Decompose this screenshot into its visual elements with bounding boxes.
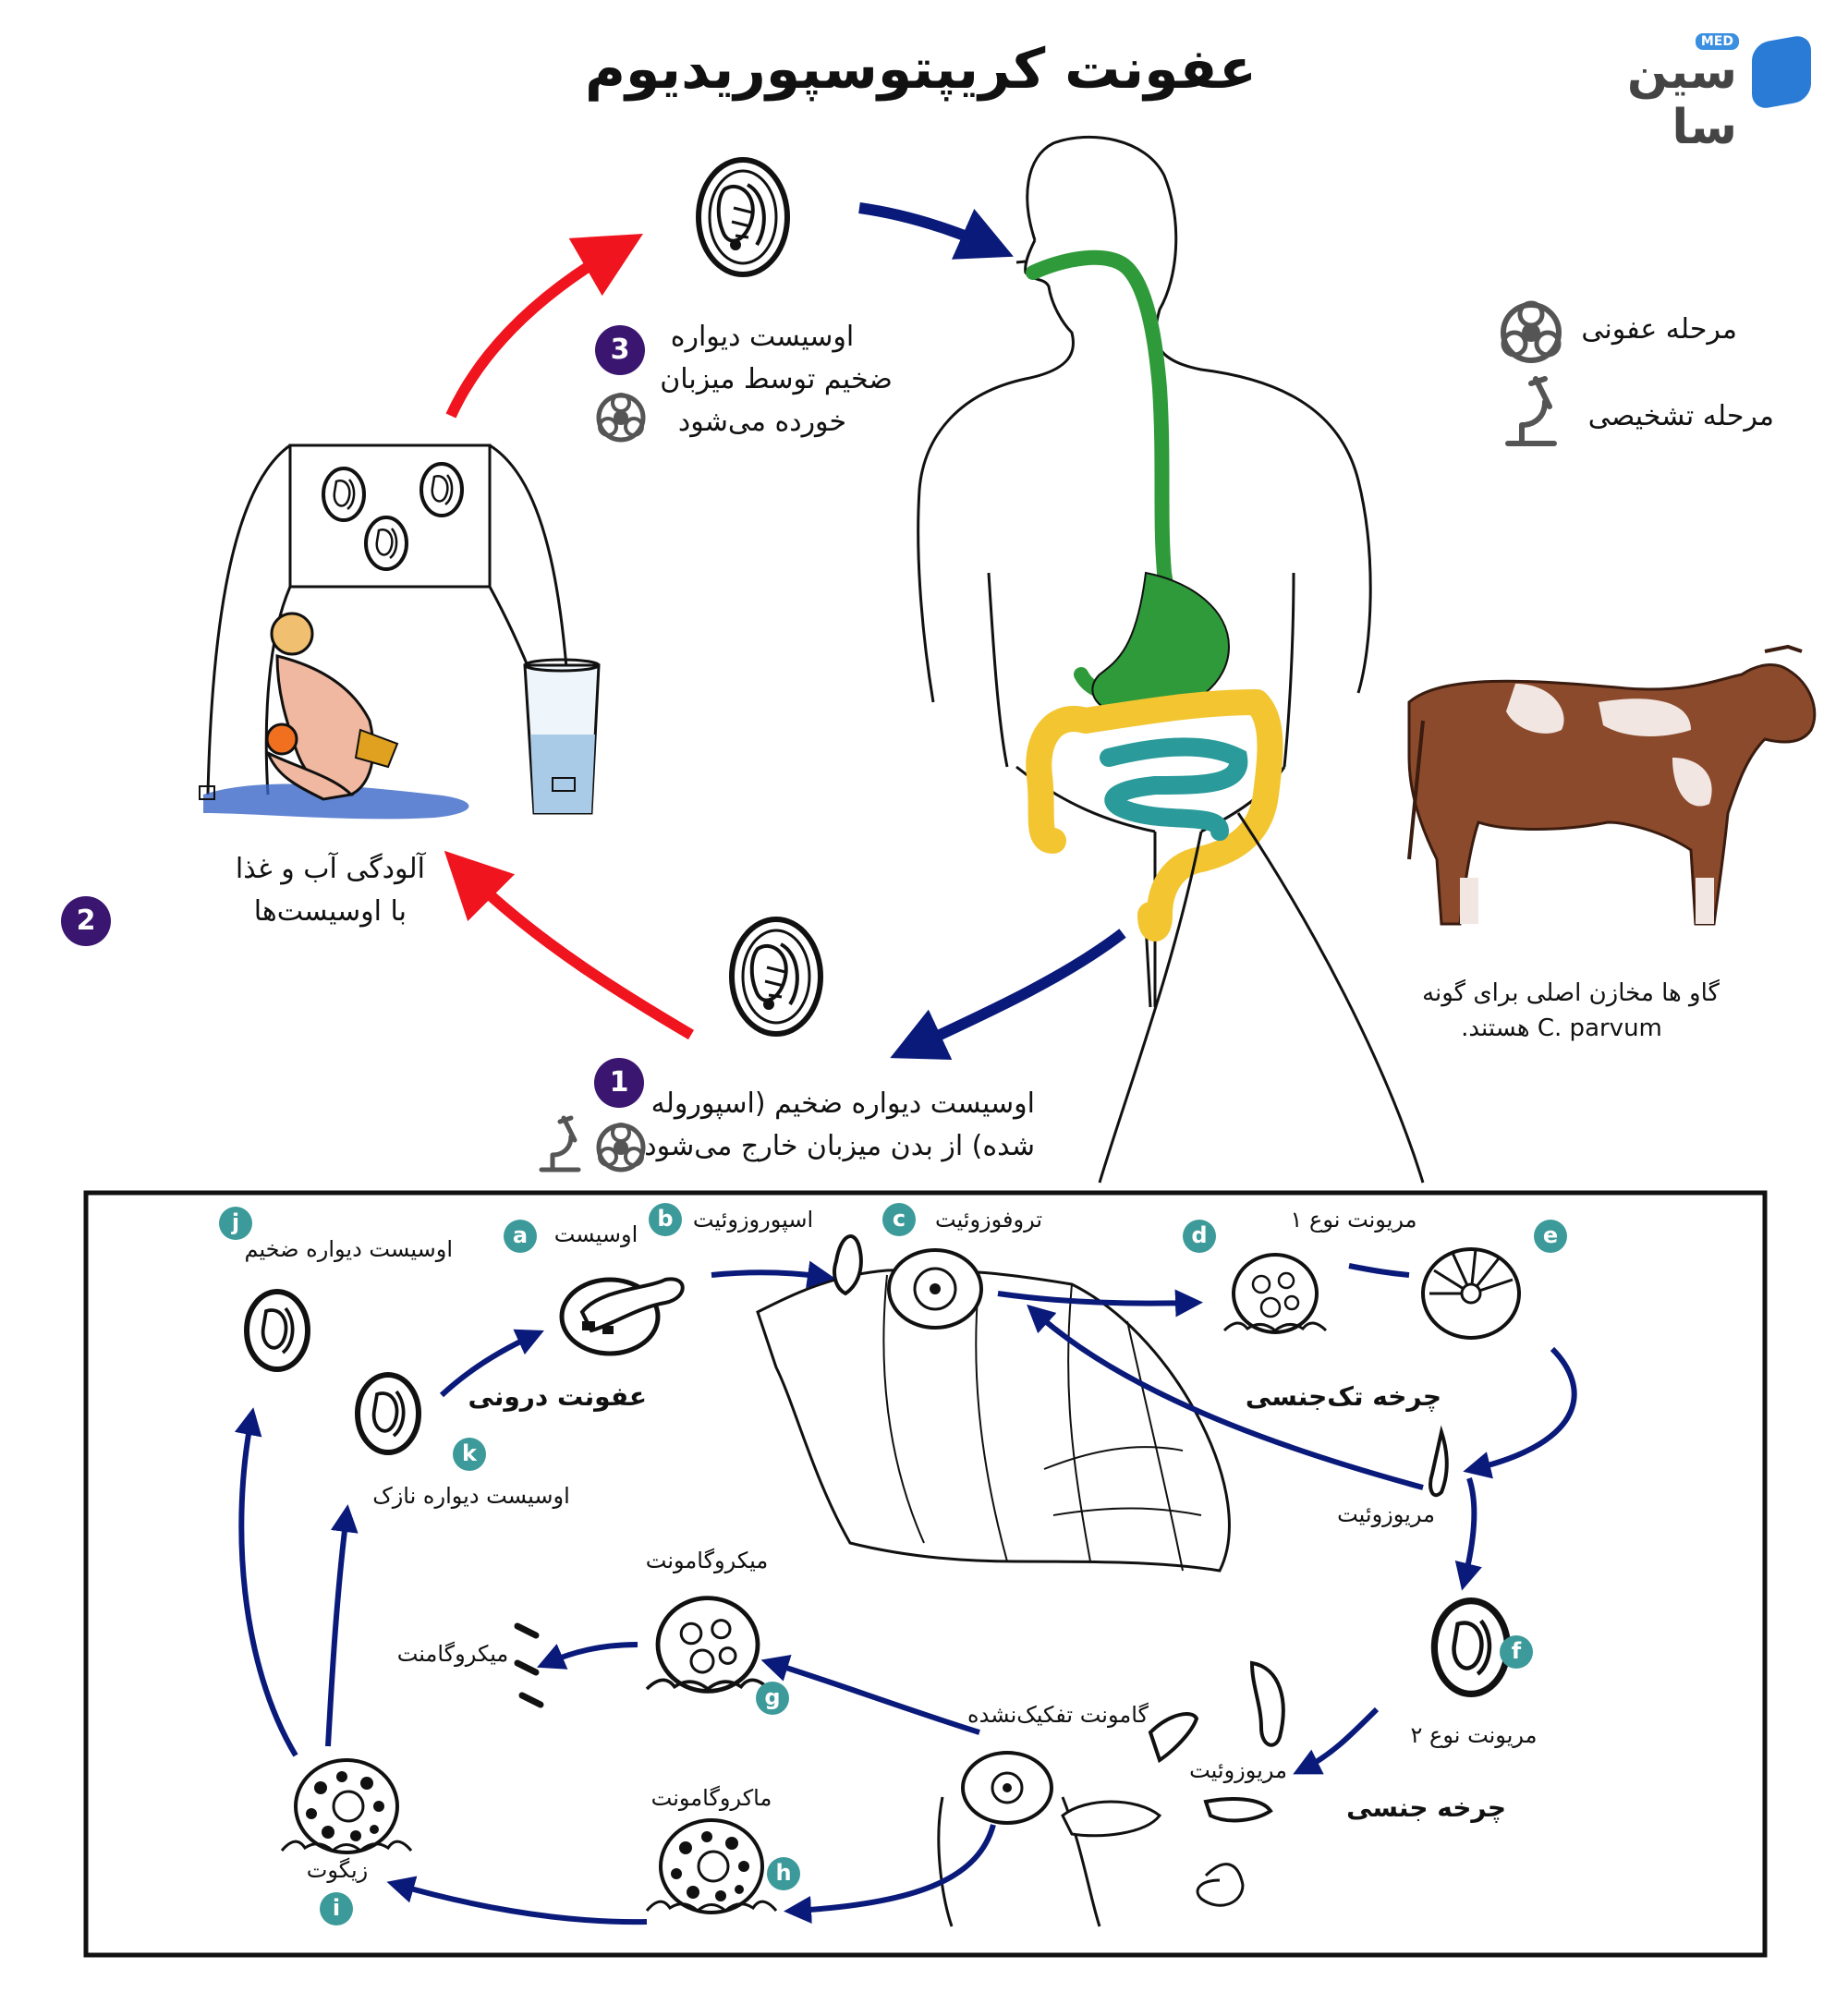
small-intestine xyxy=(1100,737,1248,841)
stage-badge-j: j xyxy=(219,1207,252,1240)
merozoite-1 xyxy=(1429,1425,1449,1498)
water-glass-illustration xyxy=(523,658,601,815)
arrow-gamont-to-h xyxy=(784,1824,996,1924)
stage-label-k: اوسیست دیواره نازک xyxy=(372,1483,570,1509)
stage-badge-h: h xyxy=(767,1857,800,1890)
stage-badge-d: d xyxy=(1183,1220,1216,1253)
arrow-host-to-1 xyxy=(890,929,1126,1060)
step-badge-1: 1 xyxy=(594,1058,644,1108)
logo-text: سین سا xyxy=(1626,44,1737,155)
oocyst-step3 xyxy=(699,160,787,274)
arrow-i-to-j xyxy=(234,1407,298,1757)
arrow-a-to-b xyxy=(711,1260,835,1289)
stage-badge-g: g xyxy=(756,1682,789,1715)
stage-label-f: مریونت نوع ۲ xyxy=(1410,1722,1538,1748)
step-3-line-3: خورده می‌شود xyxy=(677,406,847,438)
arrow-k-to-a xyxy=(439,1329,544,1398)
arrow-f-to-merozoites xyxy=(1293,1707,1380,1775)
stage-c-trophozoite xyxy=(887,1248,983,1330)
arrow-merozoite-to-c xyxy=(1027,1304,1424,1490)
stage-d-meront xyxy=(1222,1253,1328,1334)
logo-tag: MED xyxy=(1695,33,1739,50)
stage-label-b: اسپوروزوئیت xyxy=(692,1207,814,1233)
legend-infective-label: مرحله عفونی xyxy=(1581,313,1737,346)
stage-j-oocyst xyxy=(247,1292,308,1369)
stage-g-microgamont xyxy=(647,1598,769,1692)
stage-badge-e: e xyxy=(1534,1220,1567,1253)
stage-f-meront xyxy=(1434,1601,1507,1694)
arrow-h-to-i xyxy=(386,1876,648,1925)
arrow-g-to-microgametes xyxy=(536,1642,638,1670)
stage-badge-c: c xyxy=(882,1203,916,1236)
biohazard-icon-legend xyxy=(1501,300,1562,363)
legend-diagnostic-label: مرحله تشخیصی xyxy=(1587,400,1774,432)
oocyst-step1 xyxy=(732,919,821,1034)
stage-badge-a: a xyxy=(504,1220,537,1253)
arrow-c-to-d xyxy=(997,1289,1203,1318)
swimmers-illustration xyxy=(203,612,469,820)
logo-icon xyxy=(1752,33,1811,111)
stage-badge-k: k xyxy=(453,1438,486,1471)
arrow-i-to-k xyxy=(325,1504,359,1747)
undiff-gamont-label: گامونت تفکیک‌نشده xyxy=(967,1702,1149,1728)
stage-undiff-gamont xyxy=(937,1751,1101,1927)
stage-badge-i: i xyxy=(320,1892,353,1925)
arrow-gamont-to-g xyxy=(760,1654,980,1735)
step-3-line-2: ضخیم توسط میزبان xyxy=(660,363,893,395)
stage-b-sporozoite xyxy=(833,1234,863,1296)
stage-label-c: تروفوزوئیت xyxy=(934,1207,1043,1233)
colon xyxy=(1026,689,1283,941)
step-3-line-1: اوسیست دیواره xyxy=(670,321,855,353)
arrow-d-to-e xyxy=(1348,1263,1410,1278)
cow-caption-line-1: گاو ها مخازن اصلی برای گونه xyxy=(1422,979,1720,1007)
stage-i-zygote xyxy=(280,1758,413,1854)
stage-label-j: اوسیست دیواره ضخیم xyxy=(244,1236,453,1262)
step-1-line-2: شده) از بدن میزبان خارج می‌شود xyxy=(644,1130,1035,1162)
sexual-cycle-label: چرخه جنسی xyxy=(1346,1792,1506,1823)
cow-caption-line-2: C. parvum هستند. xyxy=(1461,1014,1662,1042)
merozoite-label-2: مریوزوئیت xyxy=(1189,1757,1287,1783)
stage-h-macrogamont xyxy=(645,1818,778,1914)
microscope-icon-step1 xyxy=(539,1115,581,1172)
arrow-e-to-merozoite xyxy=(1463,1346,1577,1479)
arrow-1-to-2 xyxy=(444,850,695,1040)
page-title: عفونت کریپتوسپوریدیوم xyxy=(584,37,1257,102)
endogenous-infection-label: عفونت درونی xyxy=(468,1381,647,1412)
microgametes-drawing xyxy=(514,1622,544,1708)
stage-a-oocyst xyxy=(559,1277,685,1356)
biohazard-icon-step3 xyxy=(596,393,646,443)
arrow-merozoite-to-f xyxy=(1454,1477,1482,1591)
arrow-2-to-3 xyxy=(445,233,643,419)
step-badge-2: 2 xyxy=(61,896,111,946)
biohazard-icon-step1 xyxy=(596,1123,646,1172)
microgamete-label: میکروگامنت xyxy=(396,1641,509,1667)
stage-e-meront xyxy=(1421,1247,1521,1340)
stage-k-oocyst xyxy=(358,1375,419,1452)
stage-label-a: اوسیست xyxy=(553,1221,638,1247)
arrow-3-to-host xyxy=(858,202,1014,260)
stage-label-g: میکروگامونت xyxy=(645,1548,769,1573)
merozoite-label-1: مریوزوئیت xyxy=(1337,1501,1435,1527)
brand-logo: سین سا MED xyxy=(1562,33,1820,155)
life-cycle-box xyxy=(83,1190,1768,1958)
stage-badge-f: f xyxy=(1500,1635,1533,1669)
stage-label-d: مریونت نوع ۱ xyxy=(1290,1207,1417,1233)
step-2-line-2: با اوسیست‌ها xyxy=(253,895,407,928)
stage-label-i: زیگوت xyxy=(306,1857,369,1883)
cow-illustration xyxy=(1407,644,1817,926)
microscope-icon-legend xyxy=(1505,376,1557,446)
epithelium-illustration xyxy=(756,1268,1231,1573)
step-badge-3: 3 xyxy=(595,325,645,375)
merozoite-2 xyxy=(1249,1660,1285,1747)
step-1-line-1: اوسیست دیواره ضخیم (اسپوروله xyxy=(650,1087,1035,1120)
asexual-cycle-label: چرخه تک‌جنسی xyxy=(1245,1381,1441,1412)
step-2-line-1: آلودگی آب و غذا xyxy=(235,853,425,885)
stage-badge-b: b xyxy=(649,1203,682,1236)
stage-label-h: ماکروگامونت xyxy=(650,1785,772,1811)
microgamete-drawing xyxy=(1196,1863,1245,1907)
